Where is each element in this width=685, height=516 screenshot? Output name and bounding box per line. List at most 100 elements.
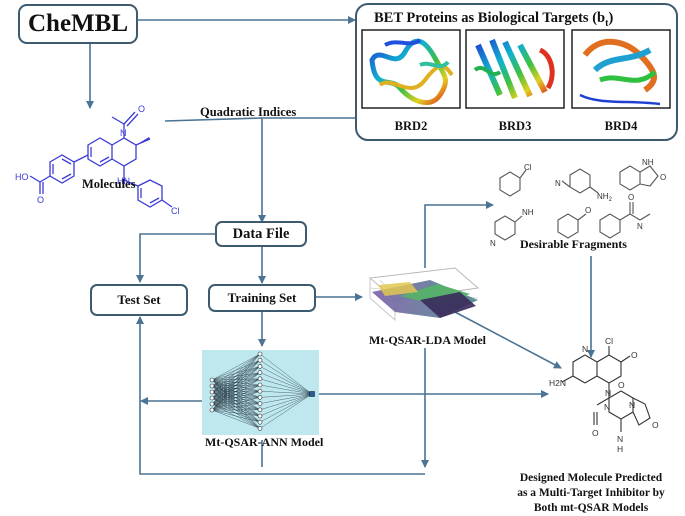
- ann-neuron: [257, 357, 263, 363]
- chembl-node: CheMBL: [18, 4, 138, 44]
- label-brd3: BRD3: [499, 119, 532, 133]
- ann-connection: [211, 409, 261, 417]
- protein-brd2-image: [361, 29, 461, 109]
- arrow-bottom-to-testset: [136, 316, 425, 475]
- ann-connection: [259, 384, 313, 395]
- frag-atom-nh-pyr: NH: [522, 208, 534, 217]
- ann-neuron: [257, 388, 263, 394]
- designed-atom-h: H: [617, 444, 623, 454]
- ann-connection: [259, 393, 313, 410]
- ann-neuron: [257, 370, 263, 375]
- ann-connection: [211, 409, 261, 429]
- ann-connection: [259, 378, 313, 395]
- ann-neuron: [209, 401, 215, 407]
- ann-connection: [259, 393, 313, 404]
- label-quadratic-indices: Quadratic Indices: [200, 105, 296, 119]
- atom-o-acid: O: [37, 195, 44, 205]
- label-designed-line2: as a Multi-Target Inhibitor by: [517, 487, 665, 499]
- atom-o-acetyl: O: [138, 104, 145, 114]
- connectors: [86, 16, 595, 475]
- ann-connection: [259, 393, 313, 423]
- label-ann-model: Mt-QSAR-ANN Model: [205, 435, 324, 449]
- ann-neuron: [257, 382, 263, 388]
- ann-neuron: [257, 413, 263, 419]
- atom-ho: HO: [15, 172, 29, 182]
- designed-atom-o-lac: O: [652, 420, 659, 430]
- atom-cl: Cl: [171, 206, 180, 216]
- frag-atom-n-pyr: N: [490, 239, 496, 248]
- arrow-lda-to-designed: [454, 311, 562, 369]
- ann-neuron: [209, 389, 215, 395]
- ann-neuron: [257, 376, 263, 382]
- designed-atom-cl: Cl: [605, 336, 613, 346]
- ann-neuron: [257, 426, 263, 431]
- ann-neuron: [257, 351, 263, 357]
- label-designed-line3: Both mt-QSAR Models: [534, 502, 649, 514]
- ann-connection: [211, 397, 261, 411]
- ann-connection: [259, 360, 313, 395]
- designed-atom-n4: N: [629, 400, 635, 410]
- frag-atom-n-pip: N: [555, 179, 561, 188]
- ann-connection: [259, 391, 313, 395]
- designed-atom-o-me: O: [631, 350, 638, 360]
- ann-connection: [211, 372, 261, 411]
- frag-atom-nh2: NH2: [597, 192, 613, 203]
- ann-connection: [211, 353, 261, 381]
- frag-atom-o-amide: O: [628, 193, 634, 202]
- label-brd4: BRD4: [605, 119, 638, 133]
- atom-hn: HN: [117, 176, 130, 186]
- frag-atom-o-anis: O: [585, 206, 591, 215]
- label-designed-line1: Designed Molecule Predicted: [520, 472, 663, 484]
- label-brd2: BRD2: [395, 119, 428, 133]
- designed-atom-h2n: H2N: [549, 378, 566, 388]
- ann-connection: [211, 409, 261, 423]
- designed-atom-o-amide: O: [592, 428, 599, 438]
- ann-connection: [259, 393, 313, 429]
- label-lda-model: Mt-QSAR-LDA Model: [369, 333, 487, 347]
- input-molecule: [29, 111, 173, 208]
- ann-connection: [211, 403, 261, 411]
- fragment-structures: [494, 165, 659, 241]
- ann-connection: [259, 393, 313, 398]
- ann-connection: [259, 366, 313, 395]
- ann-neuron: [257, 364, 263, 369]
- ann-connection: [211, 384, 261, 411]
- ann-connection: [259, 353, 313, 395]
- designed-molecule: [561, 346, 651, 432]
- designed-atom-n3: N: [604, 402, 610, 412]
- ann-connection: [211, 378, 261, 411]
- ann-neuron: [257, 395, 263, 400]
- input-molecule-methyl-bonds: [136, 137, 150, 145]
- atom-n-ring: N: [120, 128, 127, 138]
- ann-neuron: [209, 395, 215, 401]
- ann-neuron: [209, 377, 215, 383]
- ann-connection: [211, 366, 261, 411]
- ann-connection: [211, 360, 261, 411]
- arrow-bet-to-datafile: [258, 117, 358, 223]
- ann-output-neuron: [309, 391, 315, 397]
- ann-neuron: [257, 419, 263, 425]
- lda-plot-image: [368, 267, 480, 322]
- frag-atom-o-ox: O: [660, 173, 666, 182]
- ann-connection: [259, 372, 313, 395]
- ann-connection: [211, 353, 261, 387]
- ann-connection: [211, 353, 261, 411]
- test-set-node: Test Set: [90, 284, 188, 316]
- designed-atom-n1: N: [582, 344, 588, 354]
- bet-title: BET Proteins as Biological Targets (bt): [374, 10, 613, 29]
- designed-atom-n2: N: [605, 388, 611, 398]
- frag-atom-cl: Cl: [524, 163, 532, 172]
- label-desirable-fragments: Desirable Fragments: [520, 237, 627, 251]
- ann-connection: [211, 353, 261, 393]
- ann-neuron: [257, 407, 263, 413]
- ann-connection: [259, 393, 313, 417]
- training-set-node: Training Set: [208, 284, 316, 312]
- frag-atom-n-amide: N: [637, 222, 643, 231]
- label-molecules: Molecules: [82, 177, 136, 191]
- ann-network: [209, 351, 315, 431]
- ann-neuron: [209, 383, 215, 389]
- ann-connection: [211, 353, 261, 405]
- ann-connection: [211, 353, 261, 399]
- data-file-node: Data File: [215, 221, 307, 247]
